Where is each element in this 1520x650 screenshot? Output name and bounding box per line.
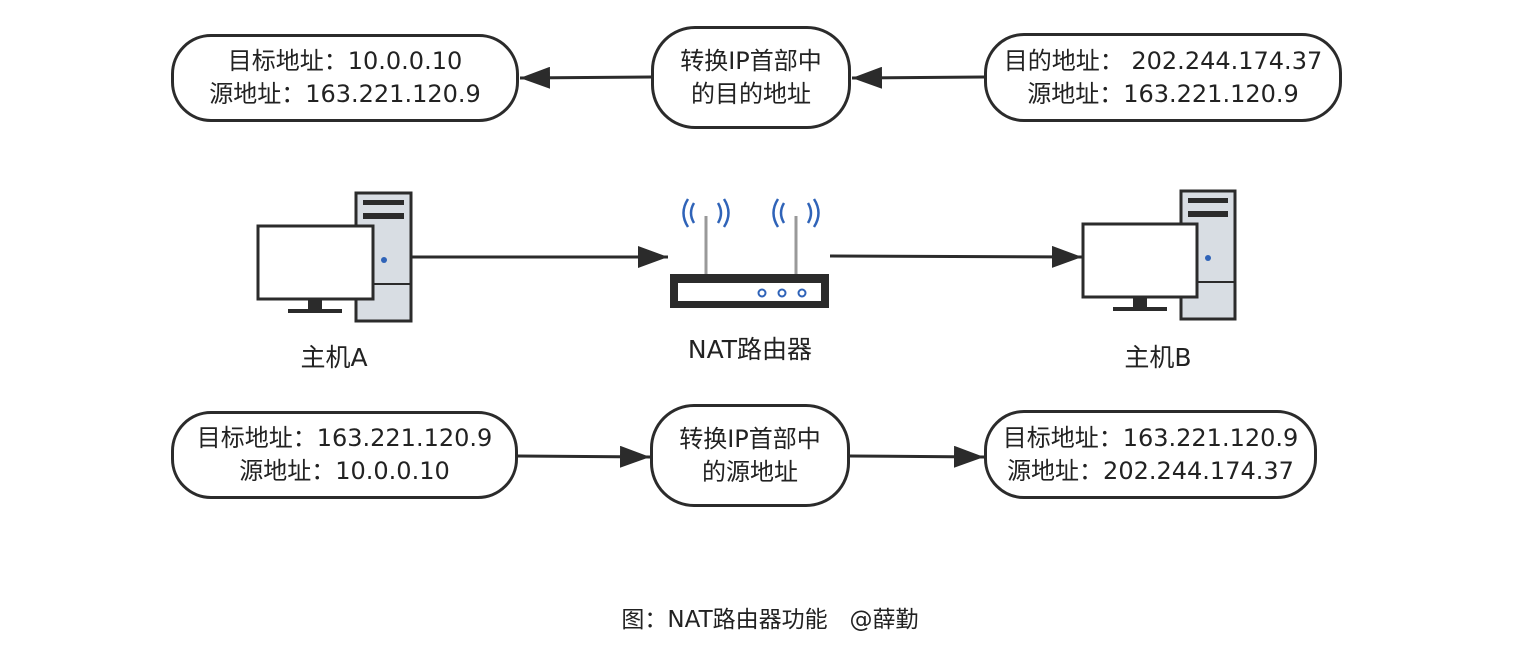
arrow-bottom-middle-to-right bbox=[848, 445, 985, 468]
bottom-middle-line2: 的源地址 bbox=[702, 457, 798, 486]
arrow-router-to-host-b bbox=[829, 245, 1083, 268]
top-left-line1: 目标地址：10.0.0.10 bbox=[227, 47, 463, 75]
arrow-bottom-left-to-middle bbox=[516, 445, 651, 468]
bottom-right-line1: 目标地址：163.221.120.9 bbox=[1002, 423, 1299, 452]
top-right-line1: 目的地址： 202.244.174.37 bbox=[1003, 46, 1323, 75]
top-middle-line1: 转换IP首部中 bbox=[680, 46, 822, 75]
top-left-packet-box: 目标地址：10.0.0.10 源地址：163.221.120.9 bbox=[171, 34, 519, 122]
host-a-label: 主机A bbox=[300, 343, 368, 372]
bottom-middle-nat-box: 转换IP首部中 的源地址 bbox=[650, 404, 850, 507]
arrow-top-right-to-middle bbox=[851, 66, 985, 89]
figure-caption: 图：NAT路由器功能 @薛勤 bbox=[621, 607, 919, 633]
bottom-right-line2: 源地址：202.244.174.37 bbox=[1007, 456, 1294, 485]
bottom-middle-line1: 转换IP首部中 bbox=[679, 424, 821, 453]
top-left-line2: 源地址：163.221.120.9 bbox=[209, 80, 481, 108]
bottom-left-line2: 源地址：10.0.0.10 bbox=[239, 457, 450, 485]
bottom-left-line1: 目标地址：163.221.120.9 bbox=[196, 424, 493, 452]
bottom-right-packet-box: 目标地址：163.221.120.9 源地址：202.244.174.37 bbox=[984, 410, 1317, 499]
bottom-left-packet-box: 目标地址：163.221.120.9 源地址：10.0.0.10 bbox=[171, 411, 518, 499]
top-middle-nat-box: 转换IP首部中 的目的地址 bbox=[651, 26, 851, 129]
top-right-line2: 源地址：163.221.120.9 bbox=[1027, 79, 1299, 108]
router-label: NAT路由器 bbox=[687, 335, 813, 364]
router-icon bbox=[670, 198, 829, 308]
top-middle-line2: 的目的地址 bbox=[691, 79, 811, 108]
host-b-label: 主机B bbox=[1124, 343, 1192, 372]
top-right-packet-box: 目的地址： 202.244.174.37 源地址：163.221.120.9 bbox=[984, 33, 1342, 122]
arrow-top-middle-to-left bbox=[519, 66, 652, 89]
computer-icon-host-a bbox=[256, 191, 413, 323]
computer-icon-host-b bbox=[1081, 189, 1237, 321]
